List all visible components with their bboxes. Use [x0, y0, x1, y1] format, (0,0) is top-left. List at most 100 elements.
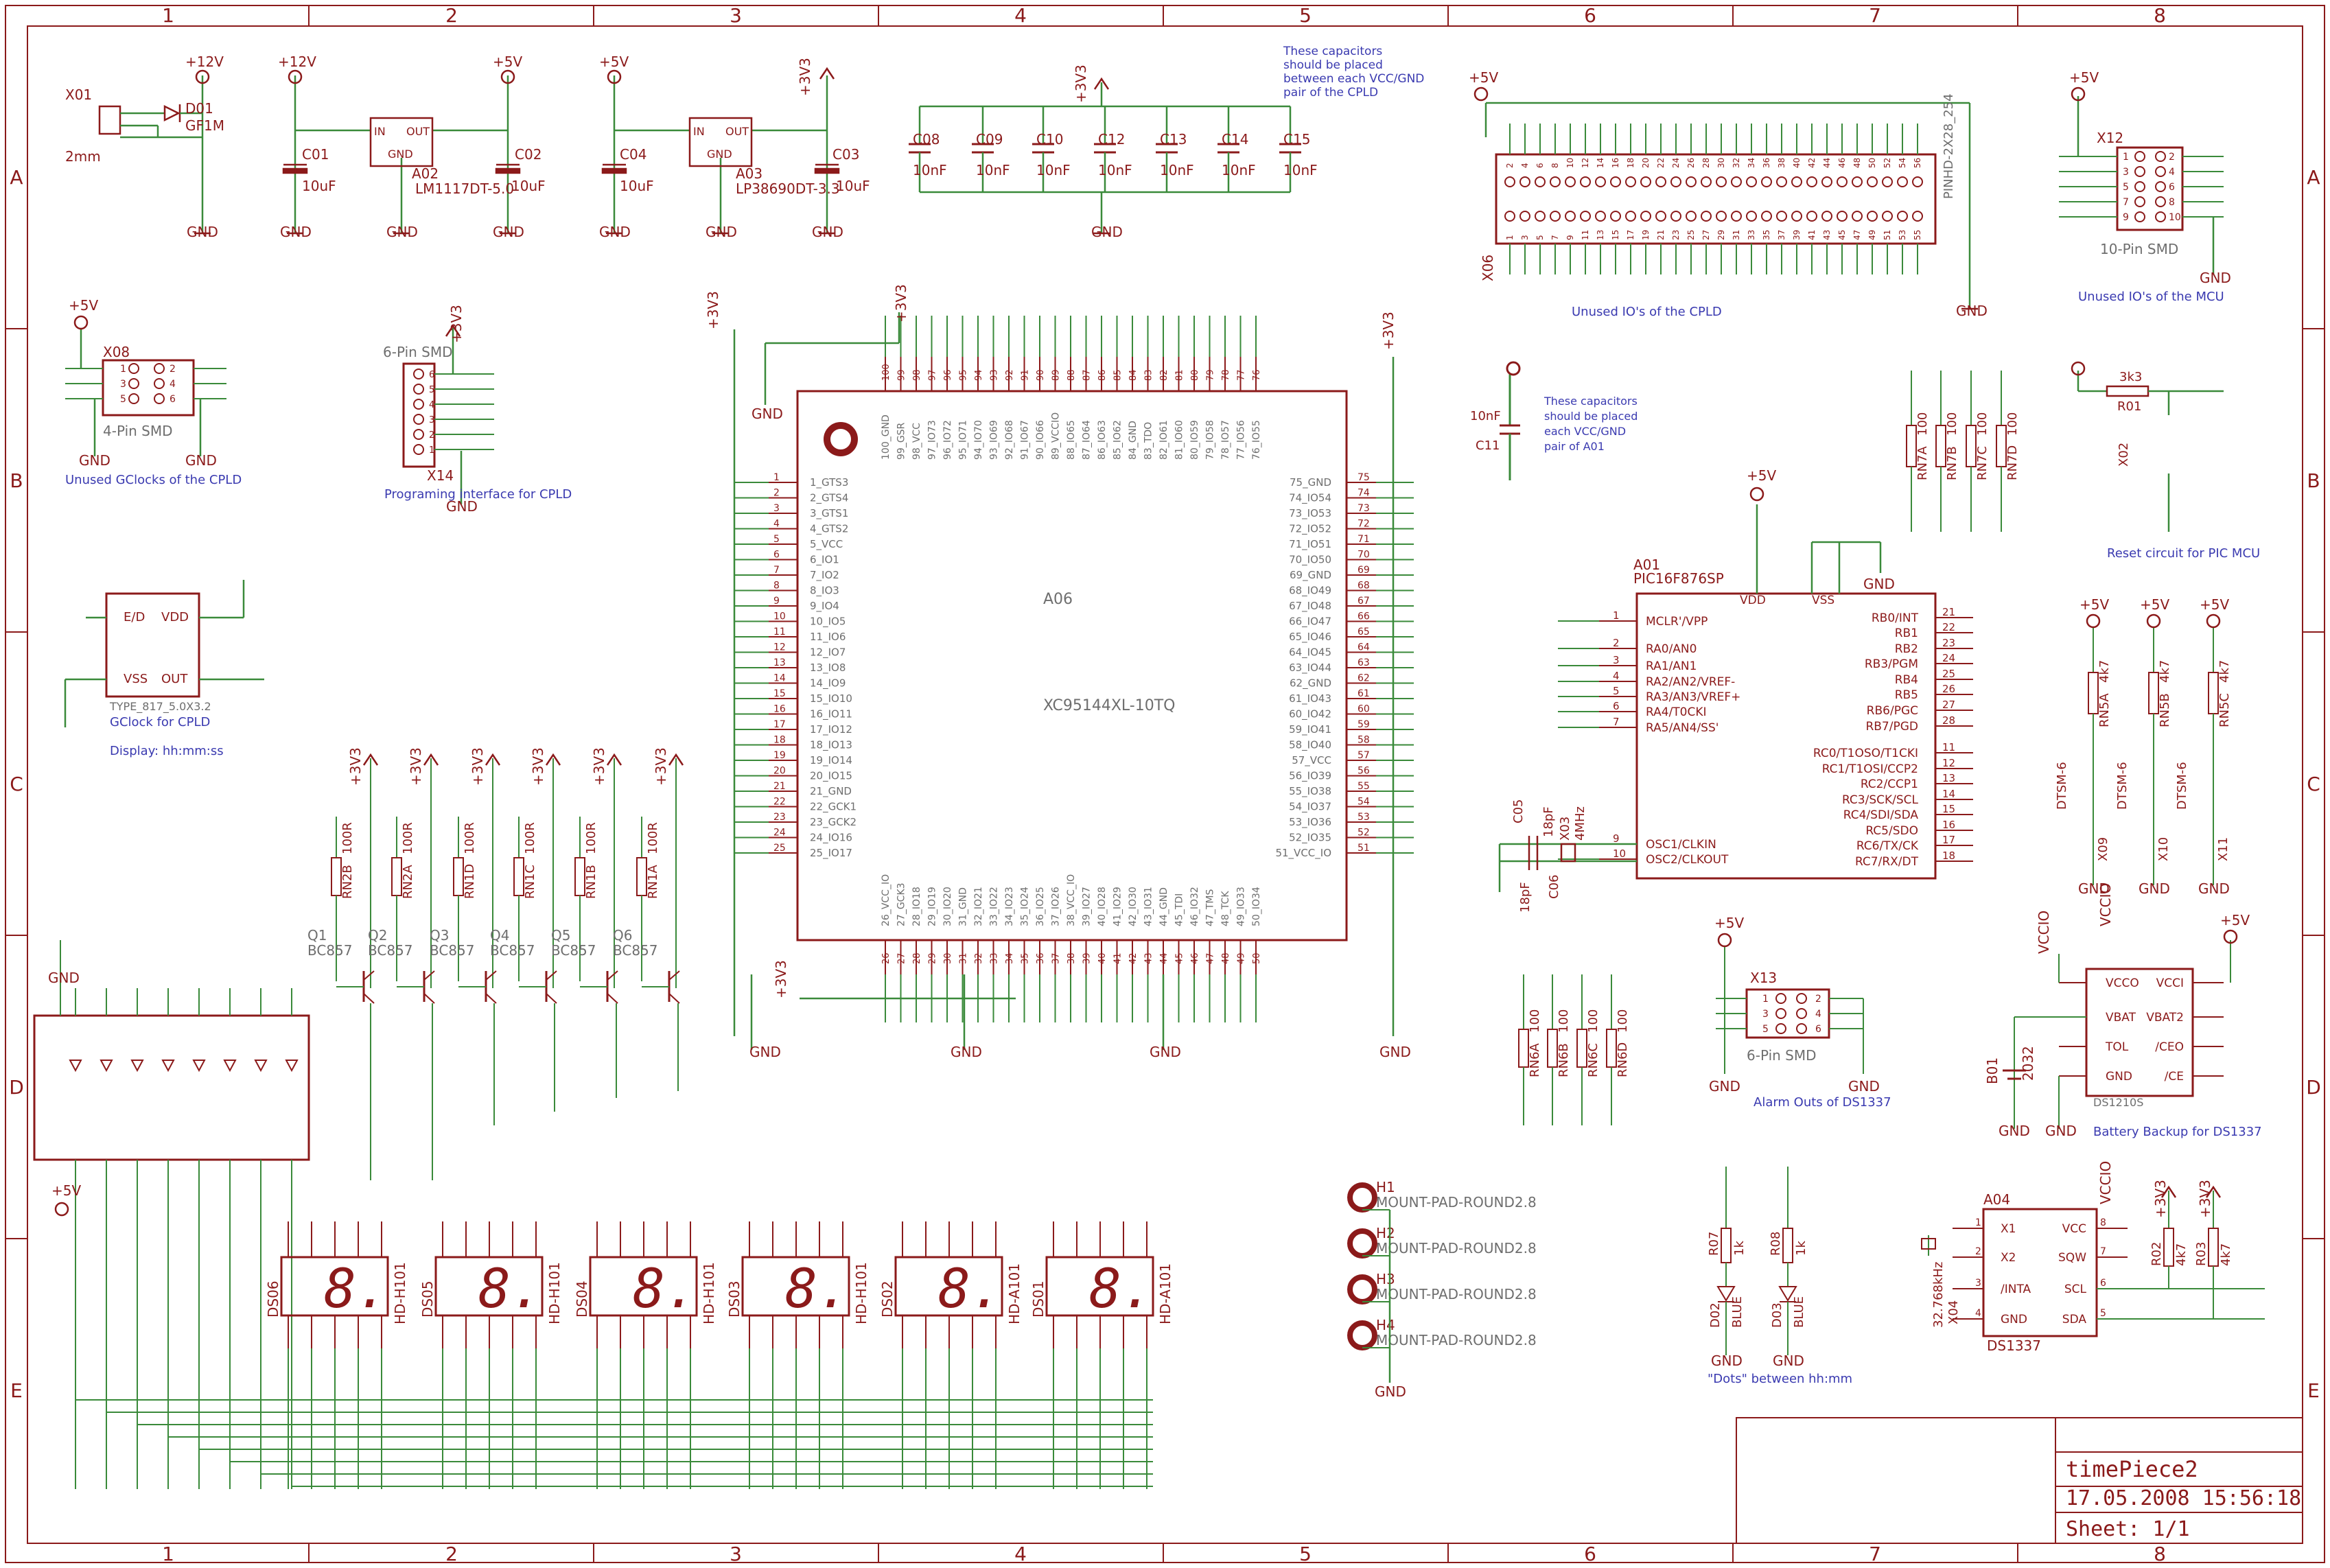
x06-pin-num: 28 [1701, 158, 1711, 168]
cpld-pin-num: 44 [1159, 952, 1169, 964]
pic-pin-num: 27 [1942, 699, 1955, 711]
cpld-pin-num: 14 [773, 673, 786, 684]
c11-val: 10nF [1470, 409, 1501, 423]
r-i2c-body [2163, 1228, 2174, 1267]
cpld-pin-name: 39_IO27 [1082, 887, 1093, 926]
note-battery: Battery Backup for DS1337 [2093, 1125, 2262, 1139]
cpld-pin-num: 63 [1358, 657, 1370, 668]
cpld-pin-num: 82 [1159, 369, 1169, 381]
decap-ref: C15 [1283, 131, 1310, 148]
a04-pin-name-right: VCC [2062, 1222, 2086, 1236]
x06-pin-num: 31 [1732, 230, 1741, 240]
q-ref: Q3 [430, 927, 449, 944]
q-lead [546, 993, 557, 1004]
regulators [282, 117, 840, 174]
rn-ref: RN2A [401, 865, 415, 899]
cpld-pin-num: 51 [1358, 843, 1370, 854]
ds1210-pin-name-right: /CEO [2155, 1040, 2184, 1054]
pic-pin-num: 16 [1942, 819, 1955, 831]
p3v3-arrow [606, 753, 622, 766]
cpld-pin-num: 72 [1358, 519, 1370, 530]
array-diode [130, 1060, 144, 1073]
p3v3-label: +3V3 [591, 747, 607, 786]
gnd-label: GND [951, 1044, 982, 1060]
cpld-pin-name: 56_IO39 [1289, 770, 1331, 783]
array-diode [100, 1060, 113, 1073]
gnd-label: GND [48, 970, 80, 986]
note-unused-gclk: Unused GClocks of the CPLD [65, 473, 242, 487]
a04-ref: A04 [1983, 1191, 2010, 1208]
cpld-pin-name: 88_IO65 [1066, 420, 1077, 460]
x12-header [2116, 146, 2184, 231]
x06-pad [1686, 211, 1697, 222]
gnd-label: GND [1956, 303, 1988, 319]
x12-pad [2134, 211, 2145, 222]
cpld-pin-num: 99 [897, 369, 907, 381]
cpld-pin-name: 48_TCK [1220, 891, 1231, 926]
cpld-pin-name: 9_IO4 [810, 600, 839, 613]
c11 [1500, 361, 1521, 480]
c04-val: 10uF [620, 178, 654, 194]
cpld-pin-name: 98_VCC [911, 423, 922, 460]
x06-pad [1580, 176, 1591, 187]
p5-label: +5V [1714, 915, 1744, 931]
cpld-pin-num: 21 [773, 781, 786, 792]
rn-body [391, 857, 402, 896]
cpld-pin-num: 9 [773, 596, 780, 607]
gnd-label: GND [2139, 880, 2170, 897]
cpld-pin-name: 91_IO67 [1020, 420, 1031, 460]
c01-val: 10uF [302, 178, 336, 194]
x06-pin-num: 27 [1701, 230, 1711, 240]
cpld-pin-name: 21_GND [810, 785, 852, 798]
x06-pad [1897, 176, 1908, 187]
cpld-pin-name: 47_TMS [1205, 889, 1216, 926]
a04-pin-name-left: /INTA [2001, 1283, 2031, 1296]
x12-pin-num: 1 [2123, 152, 2129, 163]
x06-pad [1716, 176, 1727, 187]
cpld-pin-num: 98 [912, 369, 922, 381]
note-dots: "Dots" between hh:mm [1708, 1372, 1852, 1386]
q-lead [363, 970, 375, 981]
x08-pad [154, 393, 165, 404]
x06-pin-num: 5 [1535, 235, 1545, 240]
pic-pin-num: 28 [1942, 714, 1955, 727]
cpld-pin-num: 28 [912, 952, 922, 964]
rn7-body [1996, 425, 2007, 467]
col-label-top: 5 [1299, 4, 1312, 27]
cpld-pin-num: 78 [1221, 369, 1231, 381]
p3v3-label: +3V3 [469, 747, 486, 786]
x08-pin-num: 6 [170, 394, 176, 405]
x06-pad [1550, 176, 1561, 187]
decap-val: 10nF [1098, 162, 1132, 178]
x06-pin-num: 25 [1686, 230, 1696, 240]
pic-pin-name: RB4 [1895, 673, 1918, 687]
x12-pad [2134, 166, 2145, 177]
cpld-pin-name: 46_IO32 [1189, 887, 1200, 926]
cpld-pin-name: 24_IO16 [810, 832, 852, 845]
gnd-label: GND [2200, 270, 2231, 286]
cpld-pin-name: 94_IO70 [973, 420, 984, 460]
cpld-ref: A06 [1043, 591, 1073, 608]
rn5-val: 4k7 [2097, 660, 2112, 683]
mount-pad [1347, 1182, 1377, 1213]
note-cap-a01-2: should be placed [1544, 410, 1638, 423]
cpld-pin-num: 93 [990, 369, 1000, 381]
q-lead [607, 970, 618, 981]
mount-pad [1347, 1320, 1377, 1350]
x12-pin-num: 8 [2169, 197, 2175, 208]
cpld-pin-name: 61_IO43 [1289, 692, 1331, 705]
cpld-pin-num: 95 [959, 369, 969, 381]
p3v3-label: +3V3 [893, 284, 909, 323]
pic-pin-name: RA2/AN2/VREF- [1646, 675, 1735, 689]
rn-ref: RN2B [340, 865, 355, 899]
cpld-body [796, 390, 1348, 941]
x06-pad [1701, 176, 1712, 187]
cpld-pin-num: 39 [1082, 952, 1093, 964]
cpld-pin-num: 83 [1144, 369, 1154, 381]
gnd-label: GND [185, 452, 217, 469]
row-label-left: B [10, 469, 23, 492]
cpld-pin-num: 69 [1358, 565, 1370, 576]
x06-pad [1791, 211, 1802, 222]
cpld-pin-num: 35 [1021, 952, 1031, 964]
